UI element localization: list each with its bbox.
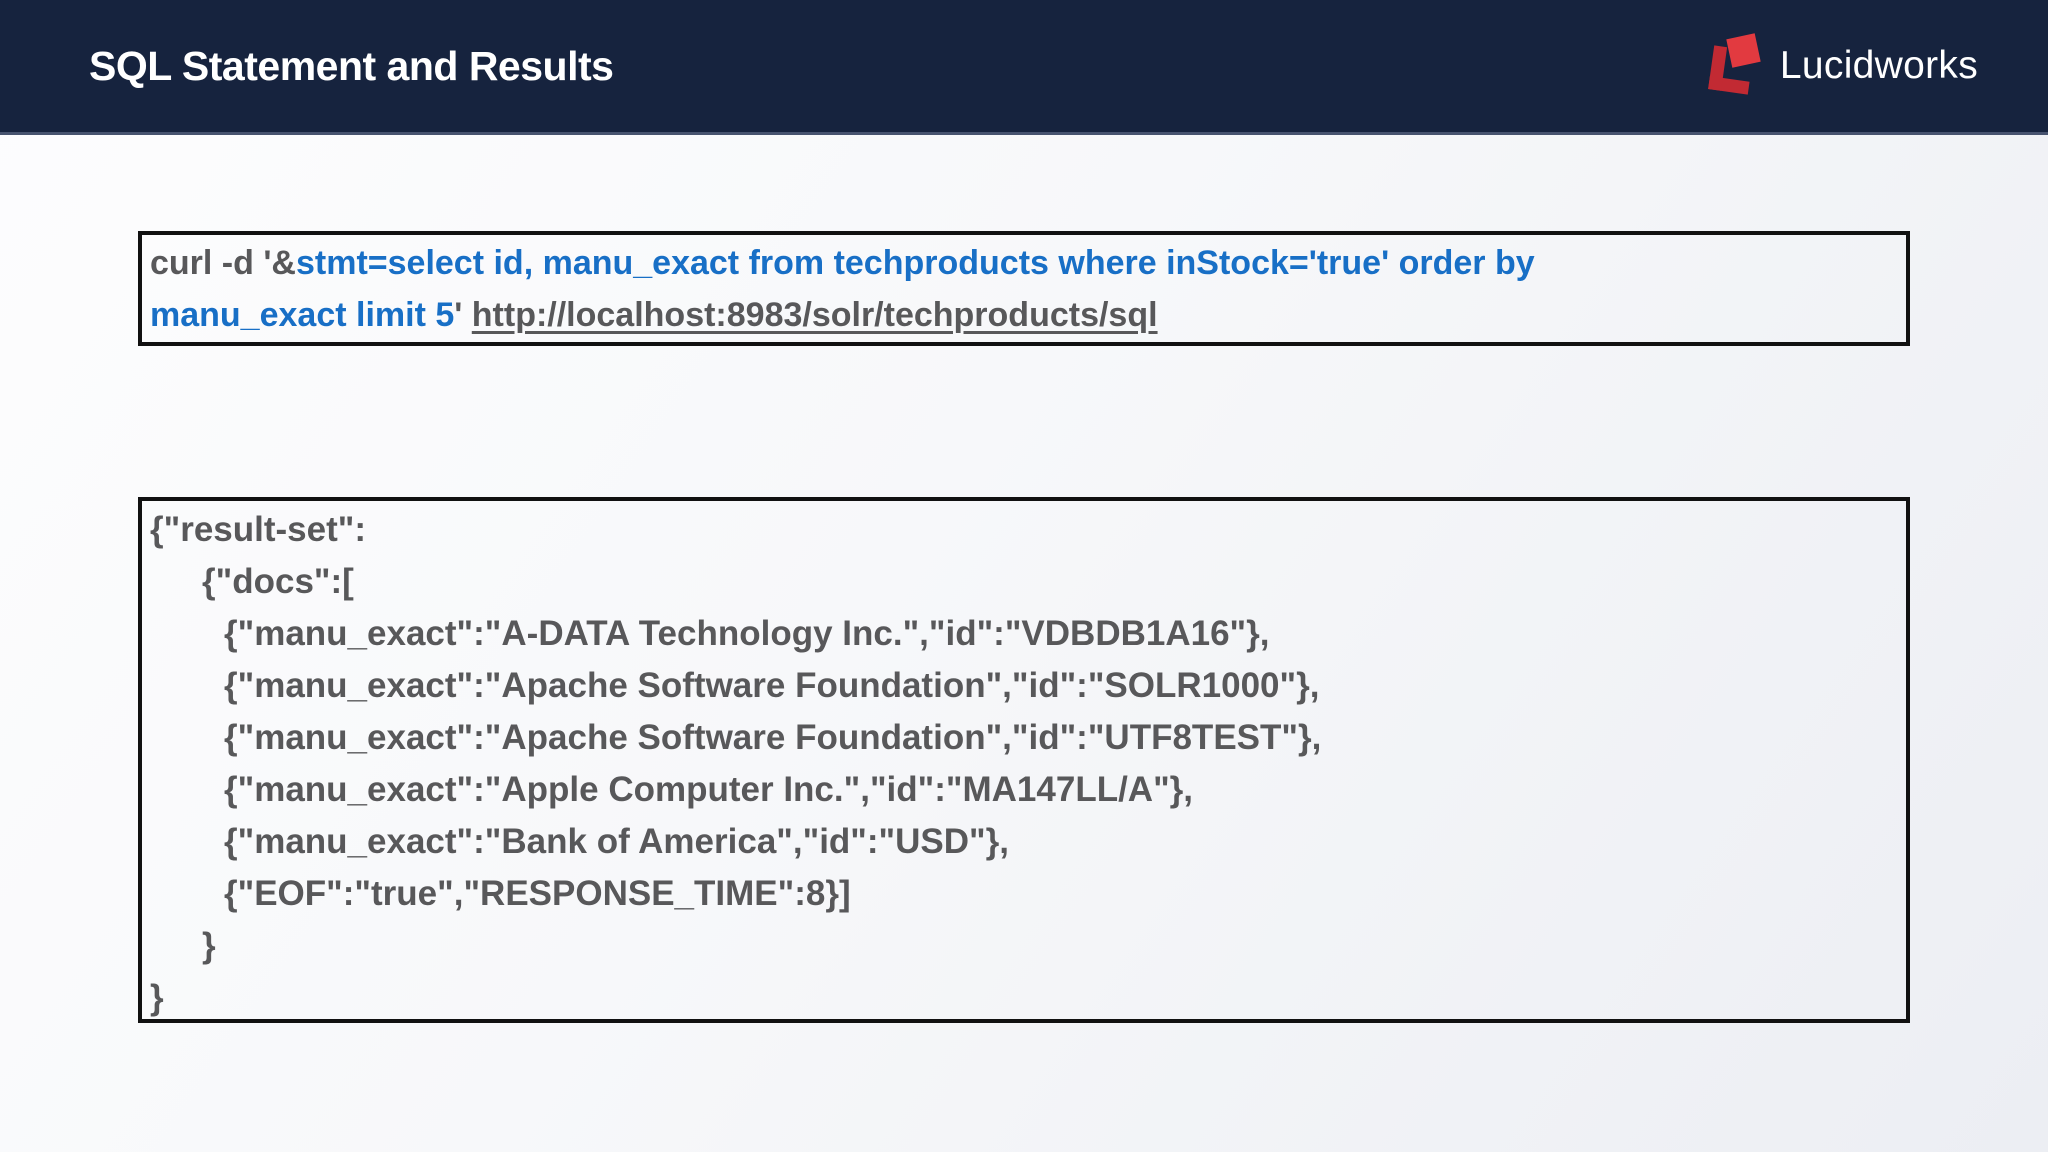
command-segment-blue: stmt=select id, manu_exact from techprod… — [295, 244, 1535, 282]
lucidworks-logo-icon — [1708, 33, 1761, 96]
command-segment-blue: manu_exact limit 5 — [150, 296, 455, 334]
result-line: {"docs":[ — [202, 562, 354, 601]
header-bar: SQL Statement and Results Lucidworks — [0, 0, 2048, 135]
lucidworks-logo-text: Lucidworks — [1779, 44, 1978, 87]
command-line: manu_exact limit 5' http://localhost:898… — [148, 289, 1900, 341]
result-line: {"result-set": — [150, 510, 367, 549]
command-line: curl -d '&stmt=select id, manu_exact fro… — [148, 237, 1900, 289]
lucidworks-logo: Lucidworks — [1708, 33, 1978, 96]
result-line: {"manu_exact":"Apache Software Foundatio… — [224, 718, 1322, 757]
sql-command-box: curl -d '&stmt=select id, manu_exact fro… — [138, 231, 1910, 346]
result-line: } — [202, 926, 216, 965]
logo-square-icon — [1726, 33, 1761, 68]
result-line: {"manu_exact":"Apache Software Foundatio… — [224, 666, 1320, 705]
command-segment-gray: ' — [454, 296, 472, 334]
command-segment-gray: curl -d '& — [150, 244, 296, 282]
command-url-link[interactable]: http://localhost:8983/solr/techproducts/… — [471, 296, 1158, 334]
result-line: {"manu_exact":"A-DATA Technology Inc.","… — [224, 614, 1270, 653]
page-title: SQL Statement and Results — [89, 42, 614, 89]
result-line: {"manu_exact":"Apple Computer Inc.","id"… — [224, 770, 1194, 809]
result-line: } — [150, 978, 164, 1017]
result-line: {"manu_exact":"Bank of America","id":"US… — [224, 822, 1009, 861]
result-line: {"EOF":"true","RESPONSE_TIME":8}] — [224, 874, 851, 913]
sql-results-box: {"result-set": {"docs":[ {"manu_exact":"A-… — [138, 497, 1910, 1023]
